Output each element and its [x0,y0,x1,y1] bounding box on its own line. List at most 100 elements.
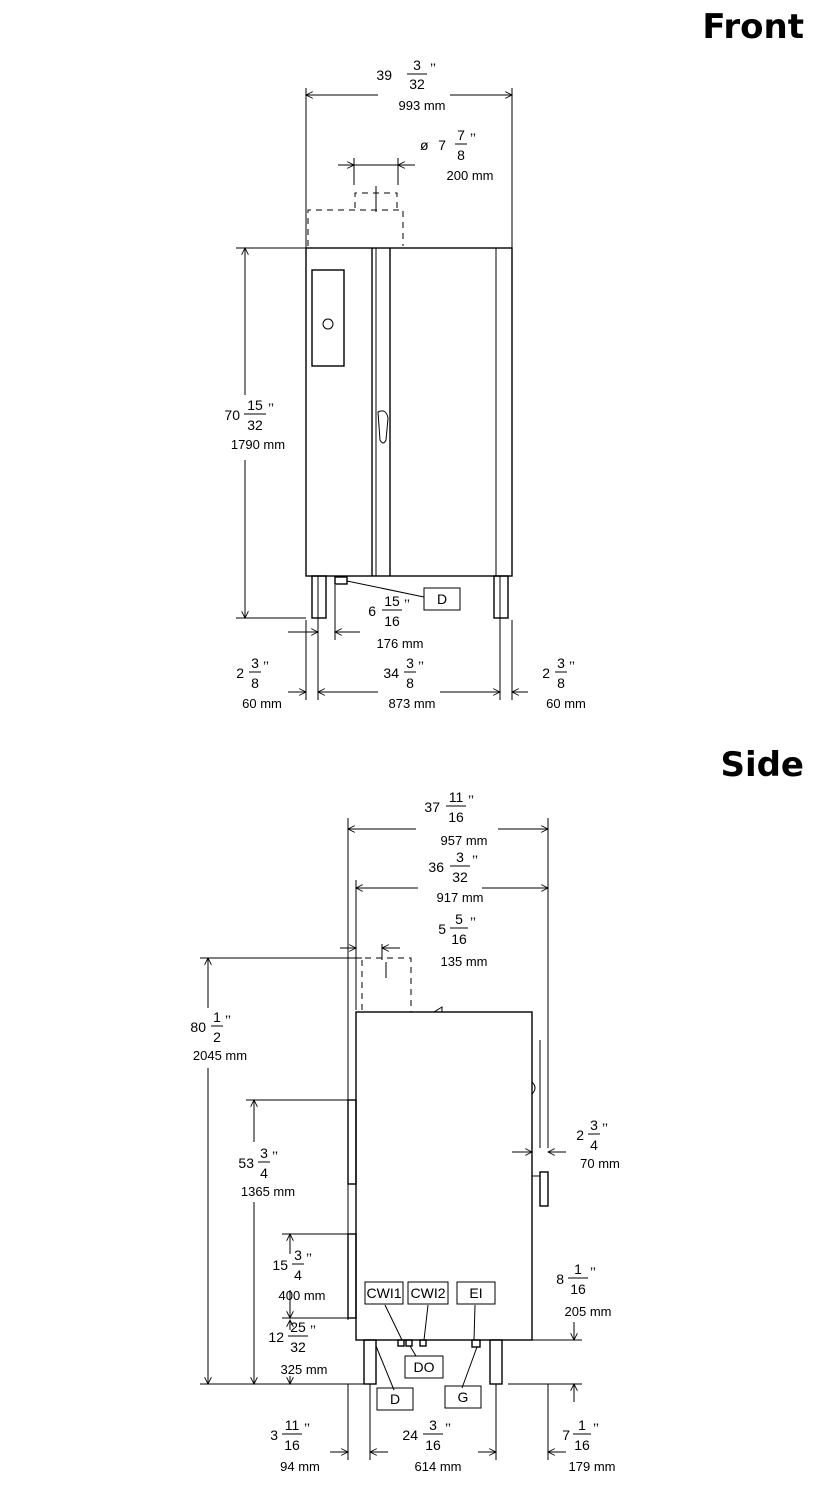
front-view-title: Front [702,7,804,47]
svg-text:G: G [458,1389,469,1405]
svg-text:’’: ’’ [225,1012,231,1028]
svg-text:24: 24 [402,1427,418,1443]
side-view [200,818,582,1460]
svg-text:135 mm: 135 mm [441,954,488,969]
svg-text:ø: ø [420,137,429,153]
svg-text:’’: ’’ [268,400,274,416]
svg-text:205 mm: 205 mm [565,1304,612,1319]
svg-text:16: 16 [384,613,400,629]
svg-text:EI: EI [469,1285,482,1301]
svg-text:2: 2 [542,665,550,681]
svg-text:70 mm: 70 mm [580,1156,620,1171]
svg-text:’’: ’’ [263,658,269,674]
side-body-depth-dimension: 36 3 32 ’’ 917 mm [428,849,483,905]
svg-text:873 mm: 873 mm [389,696,436,711]
svg-text:CWI1: CWI1 [367,1285,402,1301]
svg-text:’’: ’’ [304,1420,310,1436]
svg-text:3: 3 [251,655,259,671]
callout-cwi2: CWI2 [407,1281,449,1305]
front-leg-span-dimension: 34 3 8 ’’ 873 mm [383,655,435,711]
svg-text:15: 15 [384,593,400,609]
svg-text:’’: ’’ [472,852,478,868]
svg-text:993 mm: 993 mm [399,98,446,113]
svg-text:’’: ’’ [418,658,424,674]
svg-text:200 mm: 200 mm [447,168,494,183]
svg-text:4: 4 [294,1267,302,1283]
front-drain-callout: D [423,587,461,611]
svg-text:7: 7 [457,127,465,143]
svg-text:’’: ’’ [430,60,436,76]
svg-text:1790 mm: 1790 mm [231,437,285,452]
svg-text:60 mm: 60 mm [546,696,586,711]
svg-text:5: 5 [455,911,463,927]
svg-text:53: 53 [238,1155,254,1171]
svg-text:2: 2 [236,665,244,681]
svg-text:16: 16 [448,809,464,825]
side-handle-offset-dimension: 2 3 4 ’’ 70 mm [576,1117,620,1171]
svg-text:400 mm: 400 mm [279,1288,326,1303]
side-rear-offset-dimension: 7 1 16 ’’ 179 mm [562,1417,615,1474]
svg-text:8: 8 [406,675,414,691]
callout-do: DO [404,1355,444,1379]
side-overall-height-dimension: 80 1 2 ’’ 2045 mm [190,1009,247,1063]
svg-text:32: 32 [409,76,425,92]
svg-text:16: 16 [451,931,467,947]
svg-text:11: 11 [285,1417,300,1433]
callout-d: D [376,1387,414,1411]
svg-text:2: 2 [576,1127,584,1143]
side-flue-offset-dimension: 5 5 16 ’’ 135 mm [438,911,487,969]
svg-text:917 mm: 917 mm [437,890,484,905]
svg-text:11: 11 [449,789,464,805]
svg-text:’’: ’’ [593,1420,599,1436]
svg-text:1: 1 [578,1417,586,1433]
side-base-height-dimension: 12 25 32 ’’ 325 mm [268,1319,327,1377]
svg-text:’’: ’’ [404,596,410,612]
svg-text:32: 32 [290,1339,306,1355]
front-flue-dimension: ø 7 7 8 ’’ 200 mm [420,127,493,183]
svg-text:39: 39 [376,67,392,83]
svg-text:3: 3 [270,1427,278,1443]
svg-text:DO: DO [414,1359,435,1375]
svg-text:32: 32 [452,869,468,885]
svg-text:179 mm: 179 mm [569,1459,616,1474]
svg-text:’’: ’’ [569,658,575,674]
svg-text:7: 7 [562,1427,570,1443]
front-right-leg-dimension: 2 3 8 ’’ 60 mm [542,655,586,711]
svg-text:5: 5 [438,921,446,937]
side-connection-height-dimension: 8 1 16 ’’ 205 mm [556,1261,611,1319]
svg-text:2: 2 [213,1029,221,1045]
side-lower-height-dimension: 15 3 4 ’’ 400 mm [272,1247,325,1303]
svg-text:94 mm: 94 mm [280,1459,320,1474]
svg-text:7: 7 [438,137,446,153]
svg-text:’’: ’’ [470,914,476,930]
svg-text:16: 16 [574,1437,590,1453]
svg-text:1: 1 [213,1009,221,1025]
svg-text:3: 3 [406,655,414,671]
front-view [236,88,528,700]
svg-text:16: 16 [284,1437,300,1453]
callout-cwi1: CWI1 [364,1281,404,1305]
svg-text:6: 6 [368,603,376,619]
callout-ei: EI [456,1281,496,1305]
svg-text:3: 3 [456,849,464,865]
side-view-title: Side [720,745,804,785]
svg-text:8: 8 [457,147,465,163]
svg-text:’’: ’’ [310,1322,316,1338]
side-panel-height-dimension: 53 3 4 ’’ 1365 mm [238,1145,295,1199]
front-height-dimension: 70 15 32 ’’ 1790 mm [224,397,285,452]
svg-text:16: 16 [425,1437,441,1453]
svg-text:’’: ’’ [590,1264,596,1280]
side-front-offset-dimension: 3 11 16 ’’ 94 mm [270,1417,320,1474]
svg-text:1365 mm: 1365 mm [241,1184,295,1199]
svg-text:70: 70 [224,407,240,423]
svg-text:3: 3 [294,1247,302,1263]
svg-text:4: 4 [260,1165,268,1181]
svg-text:12: 12 [268,1329,284,1345]
svg-text:D: D [390,1391,400,1407]
svg-text:8: 8 [556,1271,564,1287]
front-drain-offset-dimension: 6 15 16 ’’ 176 mm [368,593,423,651]
svg-text:25: 25 [290,1319,306,1335]
svg-text:8: 8 [557,675,565,691]
front-left-leg-dimension: 2 3 8 ’’ 60 mm [236,655,282,711]
